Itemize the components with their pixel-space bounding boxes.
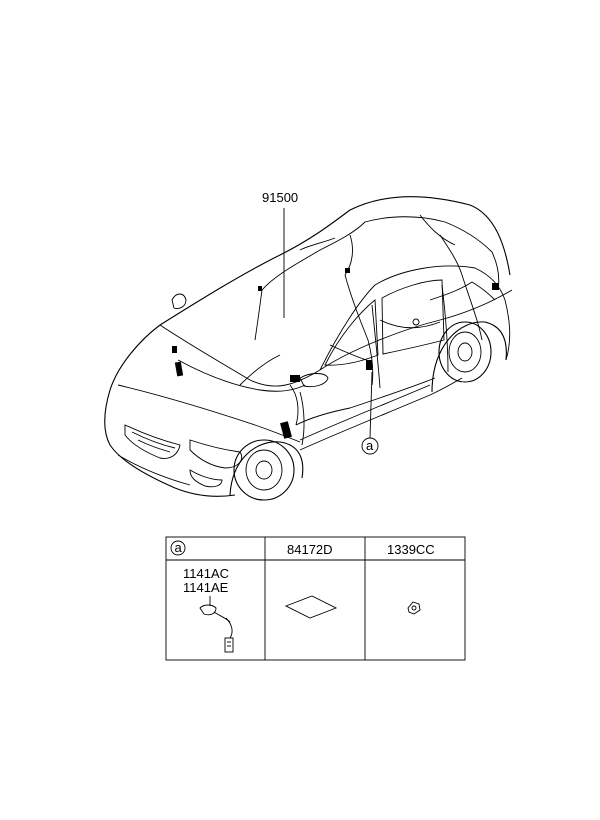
parts-table: a 84172D 1339CC 1141AC 1141AE <box>165 536 466 661</box>
table-header-1339cc: 1339CC <box>387 542 435 557</box>
detail-callout-a: a <box>361 371 379 455</box>
part-number-1141ac: 1141AC <box>183 566 229 581</box>
grommet-clip-icon <box>199 596 234 653</box>
table-header-callout: a <box>175 540 183 555</box>
pad-sheet-icon <box>284 595 338 619</box>
table-header-84172d: 84172D <box>287 542 333 557</box>
nut-clip-icon <box>407 601 421 615</box>
main-part-number-label: 91500 <box>262 190 298 205</box>
wiring-harness <box>177 214 500 426</box>
main-part-callout: 91500 <box>262 190 298 318</box>
harness-connectors <box>172 268 499 439</box>
part-number-1141ae: 1141AE <box>183 580 229 595</box>
car-body-outline <box>104 196 513 501</box>
detail-callout-letter: a <box>366 438 374 453</box>
